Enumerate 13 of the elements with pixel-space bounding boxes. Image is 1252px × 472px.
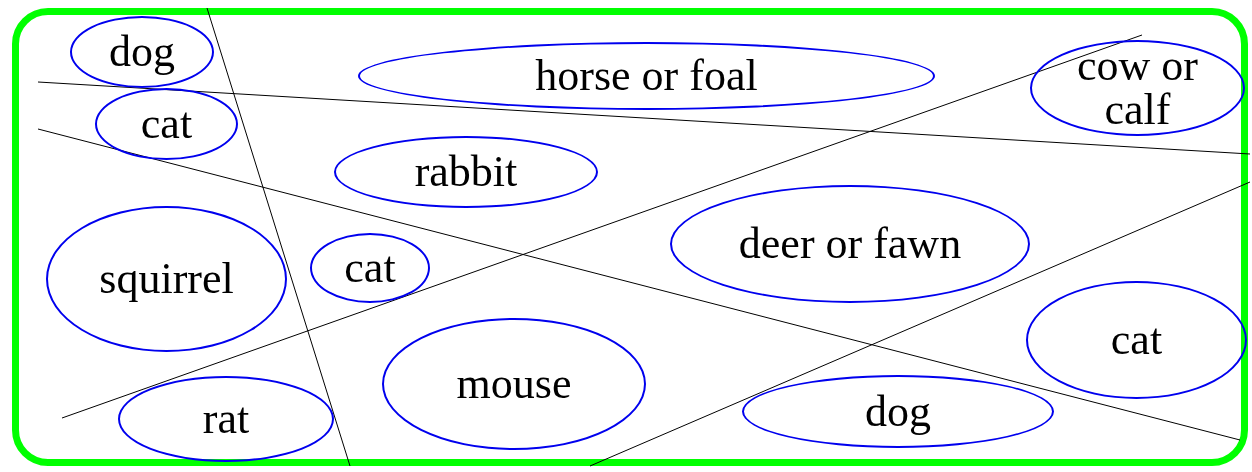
ellipse-node: mouse [382, 318, 646, 450]
ellipse-node: rat [118, 376, 334, 462]
ellipse-node: horse or foal [358, 42, 935, 110]
ellipse-node: deer or fawn [670, 185, 1030, 303]
ellipse-node: squirrel [46, 206, 287, 352]
rounded-frame [12, 8, 1248, 466]
ellipse-node: dog [70, 16, 214, 88]
ellipse-node: cat [1026, 281, 1247, 399]
ellipse-node: cat [310, 233, 430, 303]
ellipse-node: cat [95, 88, 238, 160]
ellipse-node: cow or calf [1030, 40, 1245, 136]
ellipse-node: rabbit [334, 136, 598, 208]
ellipse-node: dog [742, 375, 1054, 448]
